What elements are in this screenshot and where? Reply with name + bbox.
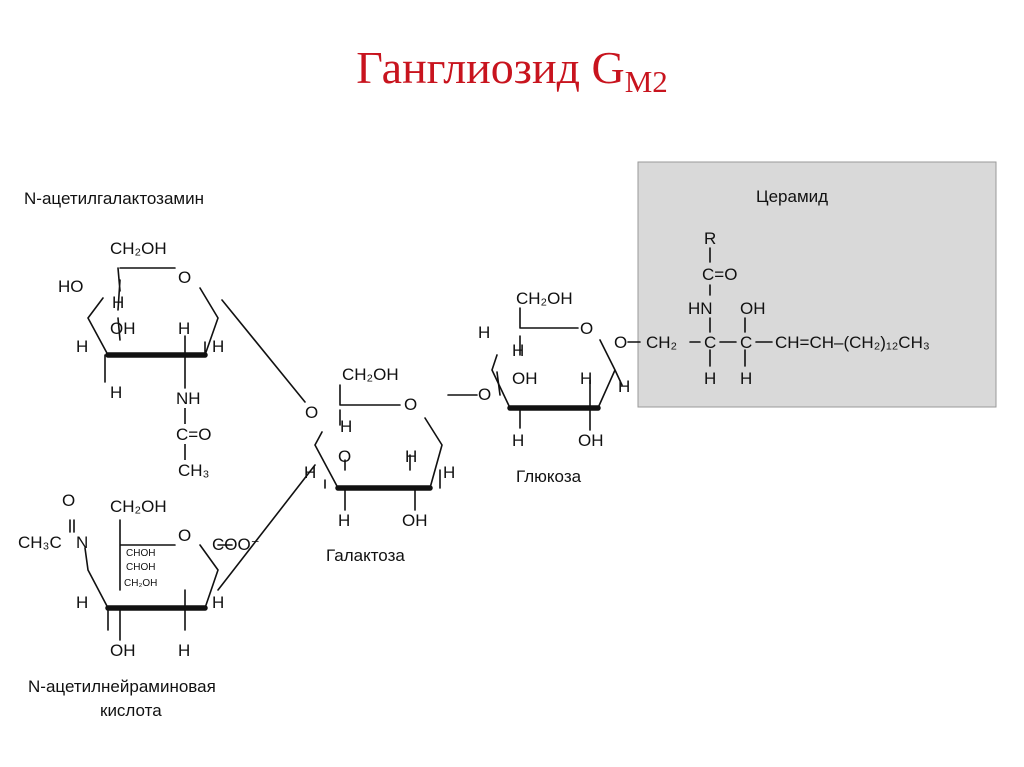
galnac-ch3: CH₃ [178, 461, 209, 480]
neuac-n: N [76, 533, 88, 552]
galnac-h-left: H [76, 337, 88, 356]
galactose-h-upper: H [340, 417, 352, 436]
ceramide-nh: HN [688, 299, 713, 318]
galactose-ch2oh: CH₂OH [342, 365, 399, 384]
glucose-h-bottom: H [512, 431, 524, 450]
neuac-ch3c: CH₃C [18, 533, 62, 552]
glucose-ring-o: O [580, 319, 593, 338]
galnac-label: N-ацетилгалактозамин [24, 189, 204, 208]
glycosidic-links [217, 299, 641, 591]
galnac-oh-inner: OH [110, 319, 136, 338]
glucose-oh-inner: OH [512, 369, 538, 388]
neuac-ch2oh: CH₂OH [110, 497, 167, 516]
neuac-coo: COO⁻ [212, 535, 260, 554]
page-title: Ганглиозид GM2 [0, 38, 1024, 112]
neuac-choh-2: CHOH [126, 562, 155, 573]
ceramide-c1: C [704, 333, 716, 352]
neuac-ch2oh-small: CH₂OH [124, 578, 157, 589]
ceramide-oh: OH [740, 299, 766, 318]
galactose-h-bottom: H [338, 511, 350, 530]
galnac-h-bottom: H [110, 383, 122, 402]
neuac-h-bottom: H [178, 641, 190, 660]
galactose-h-left: H [304, 463, 316, 482]
galactose-ring-bonds [314, 384, 443, 511]
ceramide-box [637, 161, 997, 408]
glucose-h-inner: H [580, 369, 592, 388]
neuac-ring-bonds [69, 519, 233, 641]
glucose-ch2oh: CH₂OH [516, 289, 573, 308]
galnac-ho: HO [58, 277, 84, 296]
galactose-h-right: H [443, 463, 455, 482]
title-main: Ганглиозид G [356, 42, 625, 93]
neuac-label-line1: N-ацетилнейраминовая [28, 677, 216, 696]
ceramide-c-eq-o: C=O [702, 265, 737, 284]
ceramide-c2: C [740, 333, 752, 352]
ceramide-label: Церамид [756, 187, 828, 206]
neuac-choh-1: CHOH [126, 548, 155, 559]
ceramide-bonds [689, 247, 773, 367]
ceramide-h1: H [704, 369, 716, 388]
galactose-o-left: O [305, 403, 318, 422]
galnac-nh: NH [176, 389, 201, 408]
glucose-label: Глюкоза [516, 467, 582, 486]
galactose-o-inner: O [338, 447, 351, 466]
galactose-h-inner: H [405, 447, 417, 466]
galactose-oh: OH [402, 511, 428, 530]
ceramide-r: R [704, 229, 716, 248]
galnac-h-right: H [212, 337, 224, 356]
neuac-h-right: H [212, 593, 224, 612]
neuac-ring-o: O [178, 526, 191, 545]
glucose-ring-bonds [491, 307, 623, 431]
galnac-ring-o: O [178, 268, 191, 287]
glucose-oh-bottom: OH [578, 431, 604, 450]
ceramide-chain: CH=CH–(CH₂)₁₂CH₃ [775, 333, 930, 352]
neuac-label-line2: кислота [100, 701, 162, 720]
galactose-ring-o: O [404, 395, 417, 414]
neuac-o-top: O [62, 491, 75, 510]
ceramide-ch2: CH₂ [646, 333, 677, 352]
galnac-ring-bonds [87, 267, 219, 389]
galnac-h-upper: H [112, 293, 124, 312]
neuac-oh: OH [110, 641, 136, 660]
ceramide-h2: H [740, 369, 752, 388]
glucose-h-right: H [618, 377, 630, 396]
galnac-c-eq-o: C=O [176, 425, 211, 444]
glucose-h-upper: H [478, 323, 490, 342]
galnac-ch2oh: CH₂OH [110, 239, 167, 258]
glucose-h-left: H [512, 341, 524, 360]
glucose-o-left: O [478, 385, 491, 404]
title-subscript: M2 [624, 64, 668, 99]
galnac-h-inner: H [178, 319, 190, 338]
galactose-label: Галактоза [326, 546, 405, 565]
ceramide-o-link: O [614, 333, 627, 352]
neuac-h-left: H [76, 593, 88, 612]
